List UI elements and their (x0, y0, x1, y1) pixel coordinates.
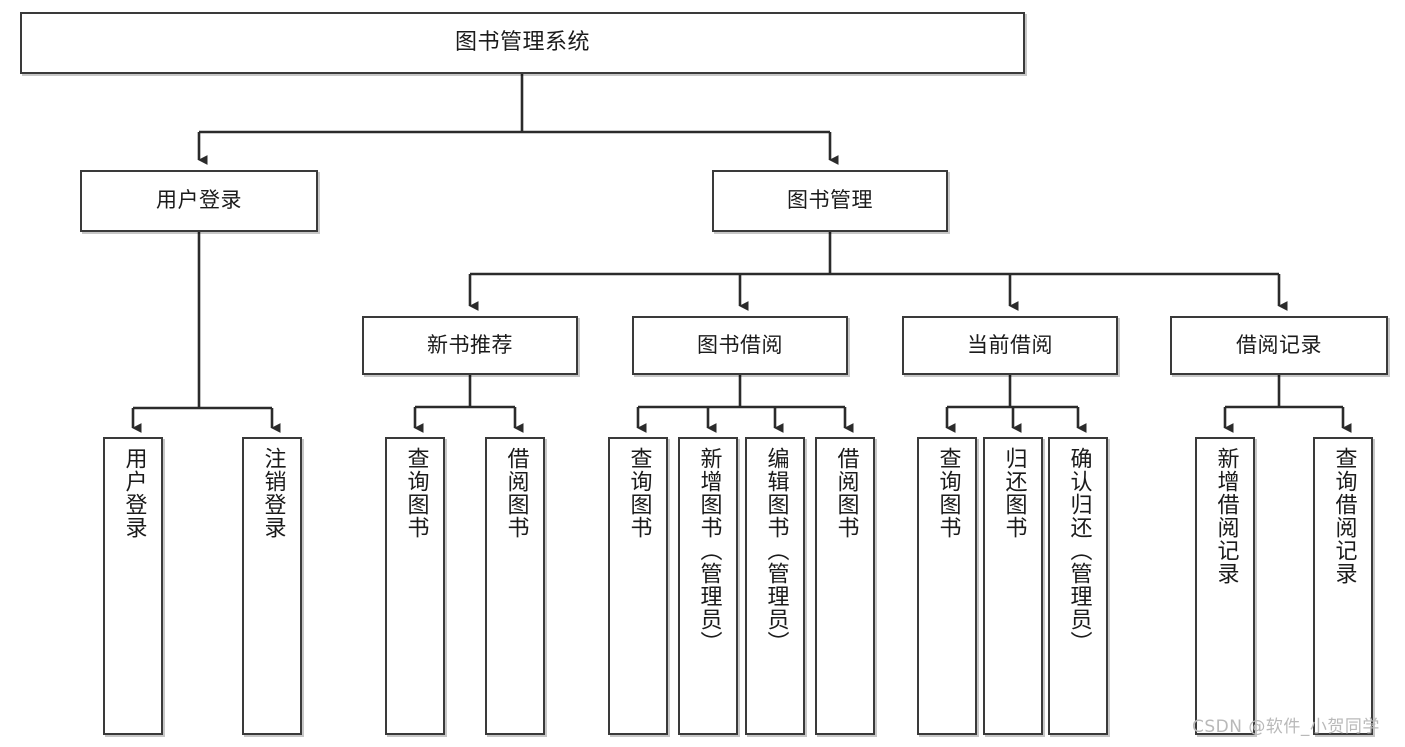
node-label: 图书管理 (787, 188, 873, 213)
node-leaf-add-book[interactable]: 新增图书（管理员） (678, 437, 738, 735)
node-label: 借阅图书 (833, 447, 859, 539)
node-label: 图书管理系统 (454, 29, 590, 55)
node-leaf-user-logout[interactable]: 注销登录 (242, 437, 302, 735)
node-leaf-query-borrow-record[interactable]: 查询借阅记录 (1313, 437, 1373, 735)
node-leaf-query-book-recommend[interactable]: 查询图书 (385, 437, 445, 735)
node-book-borrow[interactable]: 图书借阅 (632, 316, 848, 375)
node-leaf-return-book[interactable]: 归还图书 (983, 437, 1043, 735)
node-label: 归还图书 (1001, 447, 1027, 539)
node-leaf-user-login[interactable]: 用户登录 (103, 437, 163, 735)
node-label: 借阅图书 (503, 447, 529, 539)
node-user-login[interactable]: 用户登录 (80, 170, 318, 232)
node-label: 查询图书 (403, 447, 429, 539)
node-leaf-query-book-borrow[interactable]: 查询图书 (608, 437, 668, 735)
node-label: 确认归还（管理员） (1066, 447, 1092, 654)
node-label: 查询图书 (626, 447, 652, 539)
node-label: 新增借阅记录 (1213, 447, 1239, 585)
node-book-management[interactable]: 图书管理 (712, 170, 948, 232)
node-label: 借阅记录 (1236, 332, 1322, 357)
node-leaf-borrow-book[interactable]: 借阅图书 (815, 437, 875, 735)
node-label: 用户登录 (156, 188, 242, 213)
node-label: 编辑图书（管理员） (763, 447, 789, 654)
node-current-borrow[interactable]: 当前借阅 (902, 316, 1118, 375)
node-label: 图书借阅 (697, 332, 783, 357)
node-label: 注销登录 (260, 447, 286, 539)
watermark: CSDN @软件_小贺同学 (1192, 717, 1380, 737)
node-leaf-add-borrow-record[interactable]: 新增借阅记录 (1195, 437, 1255, 735)
node-label: 查询借阅记录 (1331, 447, 1357, 585)
node-new-book-recommend[interactable]: 新书推荐 (362, 316, 578, 375)
node-label: 当前借阅 (967, 332, 1053, 357)
node-leaf-query-book-current[interactable]: 查询图书 (917, 437, 977, 735)
node-label: 用户登录 (121, 447, 147, 539)
node-leaf-borrow-book-recommend[interactable]: 借阅图书 (485, 437, 545, 735)
node-leaf-confirm-return[interactable]: 确认归还（管理员） (1048, 437, 1108, 735)
node-root-book-management-system[interactable]: 图书管理系统 (20, 12, 1025, 74)
node-label: 新书推荐 (427, 332, 513, 357)
node-label: 查询图书 (935, 447, 961, 539)
node-leaf-edit-book[interactable]: 编辑图书（管理员） (745, 437, 805, 735)
node-borrow-record[interactable]: 借阅记录 (1170, 316, 1388, 375)
node-label: 新增图书（管理员） (696, 447, 722, 654)
